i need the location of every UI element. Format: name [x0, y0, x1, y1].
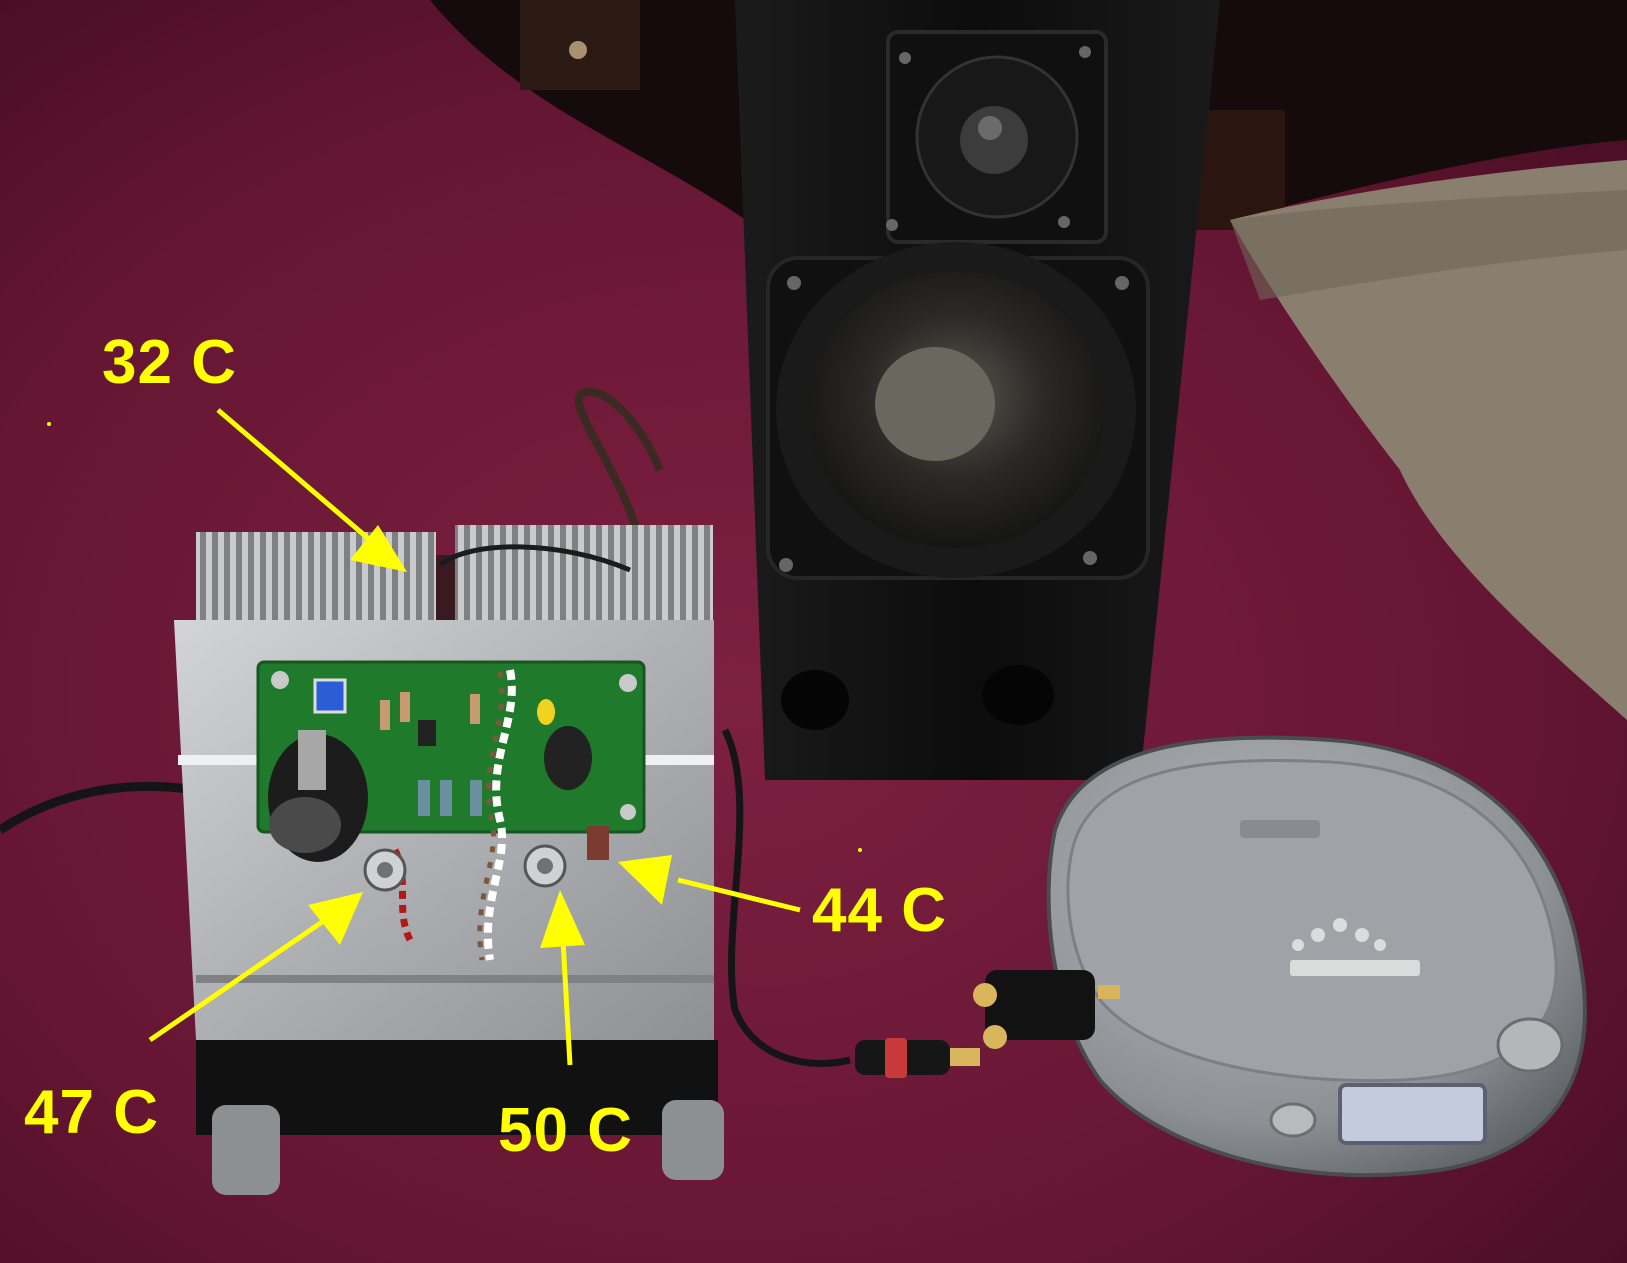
- arrow-47c-head: [308, 892, 363, 945]
- noise-dot: [858, 848, 862, 852]
- annotation-arrows: [148, 408, 801, 1066]
- rca-jack-top: [973, 983, 997, 1007]
- arrow-44c-head: [618, 855, 672, 905]
- jog-dial: [1496, 1017, 1564, 1073]
- screw: [1058, 216, 1070, 228]
- filter-capacitor-top: [269, 797, 341, 853]
- walkman-logo-dot: [1355, 928, 1369, 942]
- arrow-50c-shaft: [560, 939, 573, 1066]
- power-cable-rear: [574, 387, 664, 542]
- screw: [1083, 551, 1097, 565]
- screw: [787, 276, 801, 290]
- bass-port-right: [982, 665, 1054, 725]
- heatsink-ridge-lower: [196, 975, 714, 983]
- arrow-32c-shaft: [216, 408, 372, 542]
- amp-foot-right: [662, 1100, 724, 1180]
- floor: [1230, 160, 1627, 720]
- bass-port-left: [781, 670, 849, 730]
- pcb-screw: [619, 674, 637, 692]
- pcb-screw: [620, 804, 636, 820]
- small-capacitor: [544, 726, 592, 790]
- walkman-wordmark: [1290, 960, 1420, 976]
- tweeter-dome: [960, 106, 1028, 174]
- trimmer-potentiometer: [313, 678, 347, 714]
- amp-base: [196, 1040, 718, 1135]
- walkman-logo-dot: [1374, 939, 1386, 951]
- play-button: [1269, 1102, 1317, 1138]
- walkman-logo-dot: [1333, 918, 1347, 932]
- drawer-knob: [569, 41, 587, 59]
- filter-capacitor-sleeve: [298, 730, 326, 790]
- red-black-wire: [391, 848, 414, 942]
- screw: [899, 52, 911, 64]
- screw: [779, 558, 793, 572]
- resistor: [418, 780, 430, 816]
- arrow-47c-shaft: [148, 917, 327, 1043]
- screw: [1115, 276, 1129, 290]
- twisted-wire-pair: [483, 669, 516, 961]
- pcb-screw: [271, 671, 289, 689]
- screw: [1079, 46, 1091, 58]
- resistor: [470, 780, 482, 816]
- audio-cable: [721, 728, 851, 1067]
- power-transistor-left-nut: [377, 862, 393, 878]
- rca-plug-red-band: [885, 1038, 907, 1078]
- rca-plug-tip: [950, 1048, 980, 1066]
- sony-logo-area: [1240, 820, 1320, 838]
- temp-label-heatsink-top: 32 C: [102, 328, 237, 397]
- walkman-logo-dot: [1292, 939, 1304, 951]
- woofer-dustcap: [875, 347, 995, 461]
- table-leg: [1195, 110, 1285, 230]
- noise-dot: [47, 422, 51, 426]
- tweeter-center: [978, 116, 1002, 140]
- arrow-44c-shaft: [677, 877, 801, 913]
- twisted-wire-pair-dark: [477, 671, 505, 961]
- heatsink-fins-left: [196, 532, 436, 632]
- temp-label-right-transistor: 44 C: [812, 876, 947, 945]
- arrow-50c-head: [540, 890, 585, 948]
- heatsink-top-wire: [438, 544, 631, 573]
- transistor: [418, 720, 436, 746]
- resistor: [470, 694, 480, 724]
- power-transistor-center-nut: [537, 858, 553, 874]
- amp-foot-left: [212, 1105, 280, 1195]
- power-cable: [0, 781, 196, 834]
- heatsink-slot: [436, 555, 455, 630]
- arrow-32c-head: [350, 525, 407, 572]
- power-transistor-right: [587, 826, 609, 860]
- resistor: [400, 692, 410, 722]
- headphone-jack: [1098, 985, 1120, 999]
- screw: [886, 219, 898, 231]
- rca-adapter: [985, 970, 1095, 1040]
- temp-label-center-transistor: 50 C: [498, 1096, 633, 1165]
- temp-label-left-transistor: 47 C: [24, 1078, 159, 1147]
- cd-player-lcd: [1338, 1083, 1487, 1145]
- floor-shadow: [1230, 190, 1627, 300]
- rca-jack-bottom: [983, 1025, 1007, 1049]
- led-yellow: [537, 699, 555, 725]
- walkman-logo-dot: [1311, 928, 1325, 942]
- resistor: [380, 700, 390, 730]
- resistor: [440, 780, 452, 816]
- heatsink-fins-right: [455, 525, 713, 630]
